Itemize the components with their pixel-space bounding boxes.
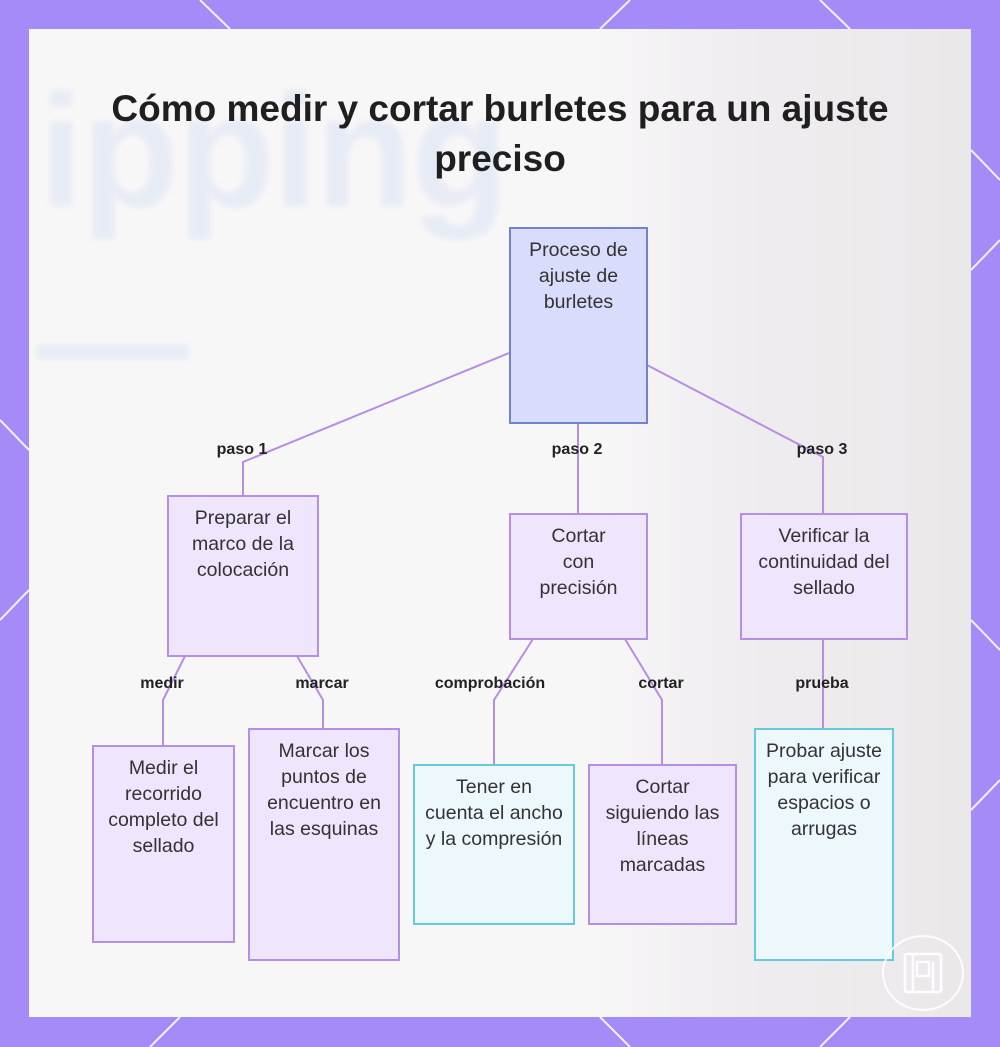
edge-measure — [162, 655, 186, 745]
node-mark-label: Marcar los puntos de encuentro en las es… — [267, 740, 381, 840]
edge-label-mark: marcar — [295, 675, 349, 692]
background-ghost-text: ipping — [39, 61, 509, 240]
node-cut-precise-label: Cortar con precisión — [539, 525, 618, 599]
node-measure-label: Medir el recorrido completo del sellado — [108, 757, 219, 857]
edge-mark — [296, 655, 324, 728]
node-prepare: Preparar el marco de la colocación — [167, 495, 319, 657]
node-verify: Verificar la continuidad del sellado — [740, 513, 908, 640]
edge-step1 — [242, 352, 510, 495]
edge-label-step1: paso 1 — [216, 441, 268, 458]
background-ghost-bar — [37, 345, 189, 359]
node-mark: Marcar los puntos de encuentro en las es… — [248, 728, 400, 961]
node-test: Probar ajuste para verificar espacios o … — [754, 728, 894, 961]
node-cut-precise: Cortar con precisión — [509, 513, 648, 640]
node-consider: Tener en cuenta el ancho y la compresión — [413, 764, 575, 925]
edge-label-step3: paso 3 — [796, 441, 848, 458]
edge-cut — [624, 638, 663, 764]
node-consider-label: Tener en cuenta el ancho y la compresión — [425, 776, 563, 850]
node-prepare-label: Preparar el marco de la colocación — [192, 507, 294, 581]
node-cut-lines: Cortar siguiendo las líneas marcadas — [588, 764, 737, 925]
node-verify-label: Verificar la continuidad del sellado — [758, 525, 890, 599]
logo-seal-icon — [882, 935, 964, 1011]
edge-label-measure: medir — [140, 675, 184, 692]
node-cut-lines-label: Cortar siguiendo las líneas marcadas — [605, 776, 720, 876]
edge-label-step2: paso 2 — [551, 441, 603, 458]
edge-check — [493, 638, 534, 764]
edge-label-check: comprobación — [434, 675, 546, 692]
edge-step3 — [646, 364, 824, 513]
node-test-label: Probar ajuste para verificar espacios o … — [766, 740, 882, 840]
edge-label-test: prueba — [795, 675, 849, 692]
node-root: Proceso de ajuste de burletes — [509, 227, 648, 424]
node-measure: Medir el recorrido completo del sellado — [92, 745, 235, 943]
edge-label-cut: cortar — [638, 675, 684, 692]
node-root-label: Proceso de ajuste de burletes — [529, 239, 628, 313]
page-title: Cómo medir y cortar burletes para un aju… — [111, 88, 889, 179]
